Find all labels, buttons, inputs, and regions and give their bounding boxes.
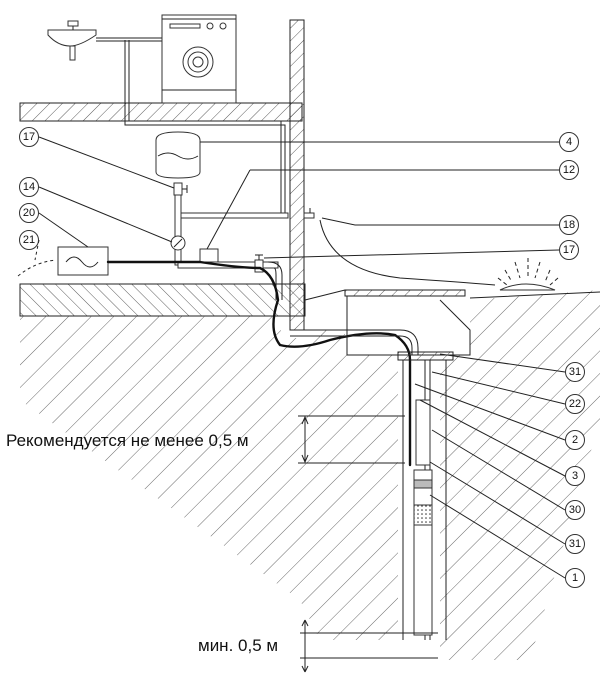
power-cable bbox=[17, 259, 412, 467]
shutoff-valve-line bbox=[254, 254, 283, 300]
ground-left bbox=[20, 316, 398, 640]
min-bottom-label: мин. 0,5 м bbox=[198, 636, 278, 655]
callout-21-power: 21 bbox=[19, 230, 39, 250]
callout-14-gauge: 14 bbox=[19, 177, 39, 197]
pressure-switch bbox=[199, 248, 219, 263]
svg-text:20: 20 bbox=[23, 207, 35, 219]
callout-17-tank-valve: 17 bbox=[19, 127, 39, 147]
garden-tap bbox=[303, 208, 496, 286]
callout-22-casing: 22 bbox=[565, 394, 585, 414]
svg-text:12: 12 bbox=[563, 164, 575, 176]
submersible-pump bbox=[413, 399, 433, 636]
ground-right bbox=[304, 289, 600, 660]
shutoff-valve-tank bbox=[173, 182, 188, 196]
control-box bbox=[57, 246, 109, 276]
pressure-gauge bbox=[170, 235, 186, 251]
callout-12-switch: 12 bbox=[559, 160, 579, 180]
svg-text:17: 17 bbox=[23, 131, 35, 143]
svg-text:4: 4 bbox=[566, 136, 572, 148]
recommended-depth-label: Рекомендуется не менее 0,5 м bbox=[6, 431, 249, 450]
pressure-tank bbox=[155, 131, 201, 179]
svg-text:21: 21 bbox=[23, 234, 35, 246]
svg-text:31: 31 bbox=[569, 538, 581, 550]
svg-text:31: 31 bbox=[569, 366, 581, 378]
callout-30-clip: 30 bbox=[565, 500, 585, 520]
upper-floor-slab bbox=[19, 102, 303, 122]
callout-17-line-valve: 17 bbox=[559, 240, 579, 260]
svg-text:22: 22 bbox=[569, 398, 581, 410]
callout-1-pump: 1 bbox=[565, 568, 585, 588]
svg-text:2: 2 bbox=[572, 434, 578, 446]
dimension-min-bottom bbox=[300, 619, 438, 673]
svg-text:3: 3 bbox=[572, 470, 578, 482]
well-pit bbox=[290, 289, 471, 356]
svg-text:17: 17 bbox=[563, 244, 575, 256]
svg-text:1: 1 bbox=[572, 572, 578, 584]
callout-18-tap: 18 bbox=[559, 215, 579, 235]
callout-3-cable: 3 bbox=[565, 466, 585, 486]
leader-lines bbox=[34, 136, 566, 579]
callout-20-control-box: 20 bbox=[19, 203, 39, 223]
washbasin bbox=[47, 20, 162, 61]
svg-text:14: 14 bbox=[23, 181, 35, 193]
basement-floor-slab bbox=[19, 283, 306, 317]
dimension-recommended bbox=[298, 415, 405, 464]
callout-2-riser: 2 bbox=[565, 430, 585, 450]
lawn-sprinkler bbox=[497, 258, 559, 291]
washing-machine bbox=[161, 14, 237, 104]
callout-4-tank: 4 bbox=[559, 132, 579, 152]
svg-text:30: 30 bbox=[569, 504, 581, 516]
callout-31-lower: 31 bbox=[565, 534, 585, 554]
callout-31-top: 31 bbox=[565, 362, 585, 382]
svg-text:18: 18 bbox=[563, 219, 575, 231]
